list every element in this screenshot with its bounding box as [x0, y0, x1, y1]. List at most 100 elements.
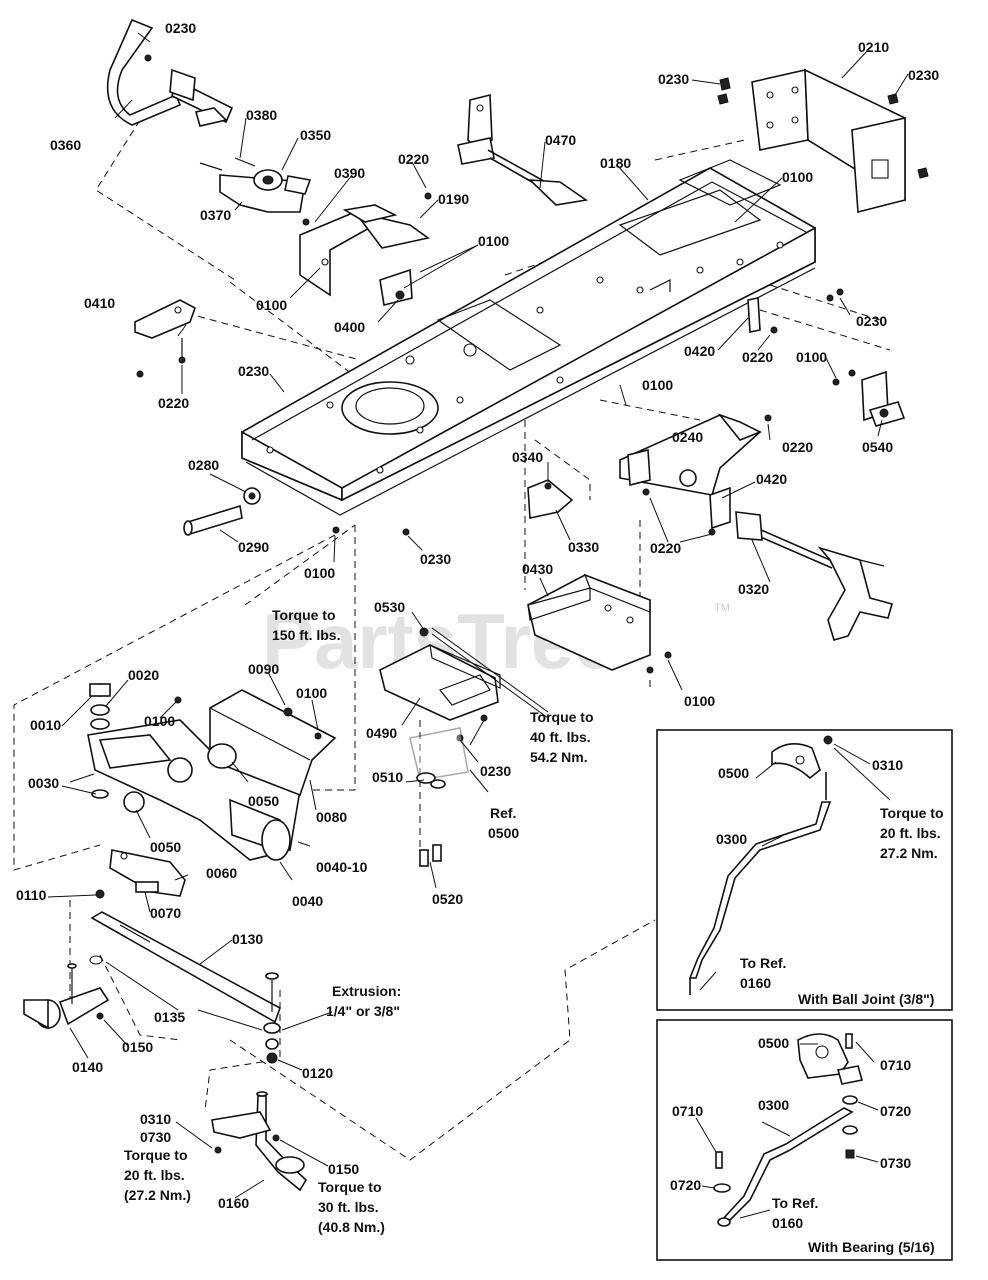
lever-0360	[106, 18, 234, 127]
label-0330: 0330	[568, 539, 599, 555]
label-0370: 0370	[200, 207, 231, 223]
drag-link-0130	[89, 911, 281, 1064]
label-0110: 0110	[16, 887, 47, 903]
label-0710: 0710	[880, 1057, 911, 1073]
note-inset2-to-ref: To Ref.	[772, 1195, 818, 1211]
bracket-0210	[717, 68, 929, 214]
label-0190: 0190	[438, 191, 469, 207]
bracket-0060	[95, 849, 186, 899]
label-0220: 0220	[398, 151, 429, 167]
note-inset1-to-ref: To Ref.	[740, 955, 786, 971]
note-torque-20-line2: 20 ft. lbs.	[124, 1167, 185, 1183]
label-0730: 0730	[880, 1155, 911, 1171]
label-0510: 0510	[372, 769, 403, 785]
part-number-labels: 0230 0360 0380 0350 0370 0220 0390 0190 …	[16, 20, 939, 1211]
label-0300: 0300	[716, 831, 747, 847]
inset-bearing-labels: 0500 0710 0710 0300 0720 0720 0730 To Re…	[670, 1035, 935, 1255]
label-0120: 0120	[302, 1065, 333, 1081]
label-0390: 0390	[334, 165, 365, 181]
spindle-0140	[23, 963, 110, 1030]
inset-bearing	[656, 1019, 953, 1261]
label-0360: 0360	[50, 137, 81, 153]
note-torque-150-line1: Torque to	[272, 607, 336, 623]
note-inset1-torque-line1: Torque to	[880, 805, 944, 821]
clip-0410	[134, 299, 196, 378]
bracket-0370	[199, 157, 312, 213]
label-0540: 0540	[862, 439, 893, 455]
hardware-0510-0520	[416, 772, 446, 867]
label-0050: 0050	[248, 793, 279, 809]
bracket-0420-upper	[747, 288, 844, 334]
label-0310: 0310	[140, 1111, 171, 1127]
label-0060: 0060	[206, 865, 237, 881]
label-0100: 0100	[684, 693, 715, 709]
label-0150: 0150	[122, 1039, 153, 1055]
torque-notes: Torque to 150 ft. lbs. Torque to 40 ft. …	[124, 607, 594, 1235]
note-torque-30-line3: (40.8 Nm.)	[318, 1219, 385, 1235]
label-0230: 0230	[908, 67, 939, 83]
label-0290: 0290	[238, 539, 269, 555]
label-0490: 0490	[366, 725, 397, 741]
label-0100: 0100	[304, 565, 335, 581]
label-0100: 0100	[478, 233, 509, 249]
label-0070: 0070	[150, 905, 181, 921]
label-0350: 0350	[300, 127, 331, 143]
label-0140: 0140	[72, 1059, 103, 1075]
solid-leaders	[47, 32, 909, 1199]
label-0320: 0320	[738, 581, 769, 597]
note-ref-0500: Ref.	[490, 805, 516, 821]
label-0040-10: 0040-10	[316, 859, 368, 875]
label-0100: 0100	[256, 297, 287, 313]
label-0240: 0240	[672, 429, 703, 445]
label-0710: 0710	[672, 1103, 703, 1119]
note-extrusion-line2: 1/4" or 3/8"	[326, 1003, 400, 1019]
label-0040: 0040	[292, 893, 323, 909]
label-0100: 0100	[796, 349, 827, 365]
label-0420: 0420	[756, 471, 787, 487]
rod-0320	[735, 511, 893, 641]
label-0230: 0230	[480, 763, 511, 779]
label-0160: 0160	[772, 1215, 803, 1231]
label-0280: 0280	[188, 457, 219, 473]
label-0160: 0160	[740, 975, 771, 991]
note-inset1-torque-line3: 27.2 Nm.	[880, 845, 938, 861]
label-0730: 0730	[140, 1129, 171, 1145]
spindle-0160	[211, 1091, 308, 1192]
bracket-0430	[527, 573, 672, 674]
note-torque-40-line2: 40 ft. lbs.	[530, 729, 591, 745]
note-torque-20-line3: (27.2 Nm.)	[124, 1187, 191, 1203]
label-0530: 0530	[374, 599, 405, 615]
label-0100: 0100	[642, 377, 673, 393]
bracket-0490	[379, 627, 501, 742]
label-0230: 0230	[420, 551, 451, 567]
label-0180: 0180	[600, 155, 631, 171]
label-0720: 0720	[670, 1177, 701, 1193]
label-0130: 0130	[232, 931, 263, 947]
label-0230: 0230	[856, 313, 887, 329]
ref-ghost-parts	[409, 727, 469, 781]
bracket-0190	[299, 192, 432, 306]
label-0030: 0030	[28, 775, 59, 791]
axle-assembly	[87, 683, 301, 861]
label-0520: 0520	[432, 891, 463, 907]
label-0090: 0090	[248, 661, 279, 677]
inset-ball-joint-labels: 0500 0310 Torque to 20 ft. lbs. 27.2 Nm.…	[716, 757, 944, 1007]
label-0220: 0220	[782, 439, 813, 455]
label-0500: 0500	[718, 765, 749, 781]
label-0400: 0400	[334, 319, 365, 335]
note-torque-150-line2: 150 ft. lbs.	[272, 627, 340, 643]
note-extrusion-line1: Extrusion:	[332, 983, 401, 999]
label-0220: 0220	[158, 395, 189, 411]
label-0410: 0410	[84, 295, 115, 311]
label-0500: 0500	[758, 1035, 789, 1051]
note-torque-40-line3: 54.2 Nm.	[530, 749, 588, 765]
inset-ball-joint	[656, 729, 953, 1011]
note-inset1-torque-line2: 20 ft. lbs.	[880, 825, 941, 841]
note-torque-20-line1: Torque to	[124, 1147, 188, 1163]
label-0020: 0020	[128, 667, 159, 683]
inset-caption-bearing: With Bearing (5/16)	[808, 1239, 935, 1255]
main-frame	[241, 159, 816, 516]
label-0720: 0720	[880, 1103, 911, 1119]
label-0100: 0100	[296, 685, 327, 701]
